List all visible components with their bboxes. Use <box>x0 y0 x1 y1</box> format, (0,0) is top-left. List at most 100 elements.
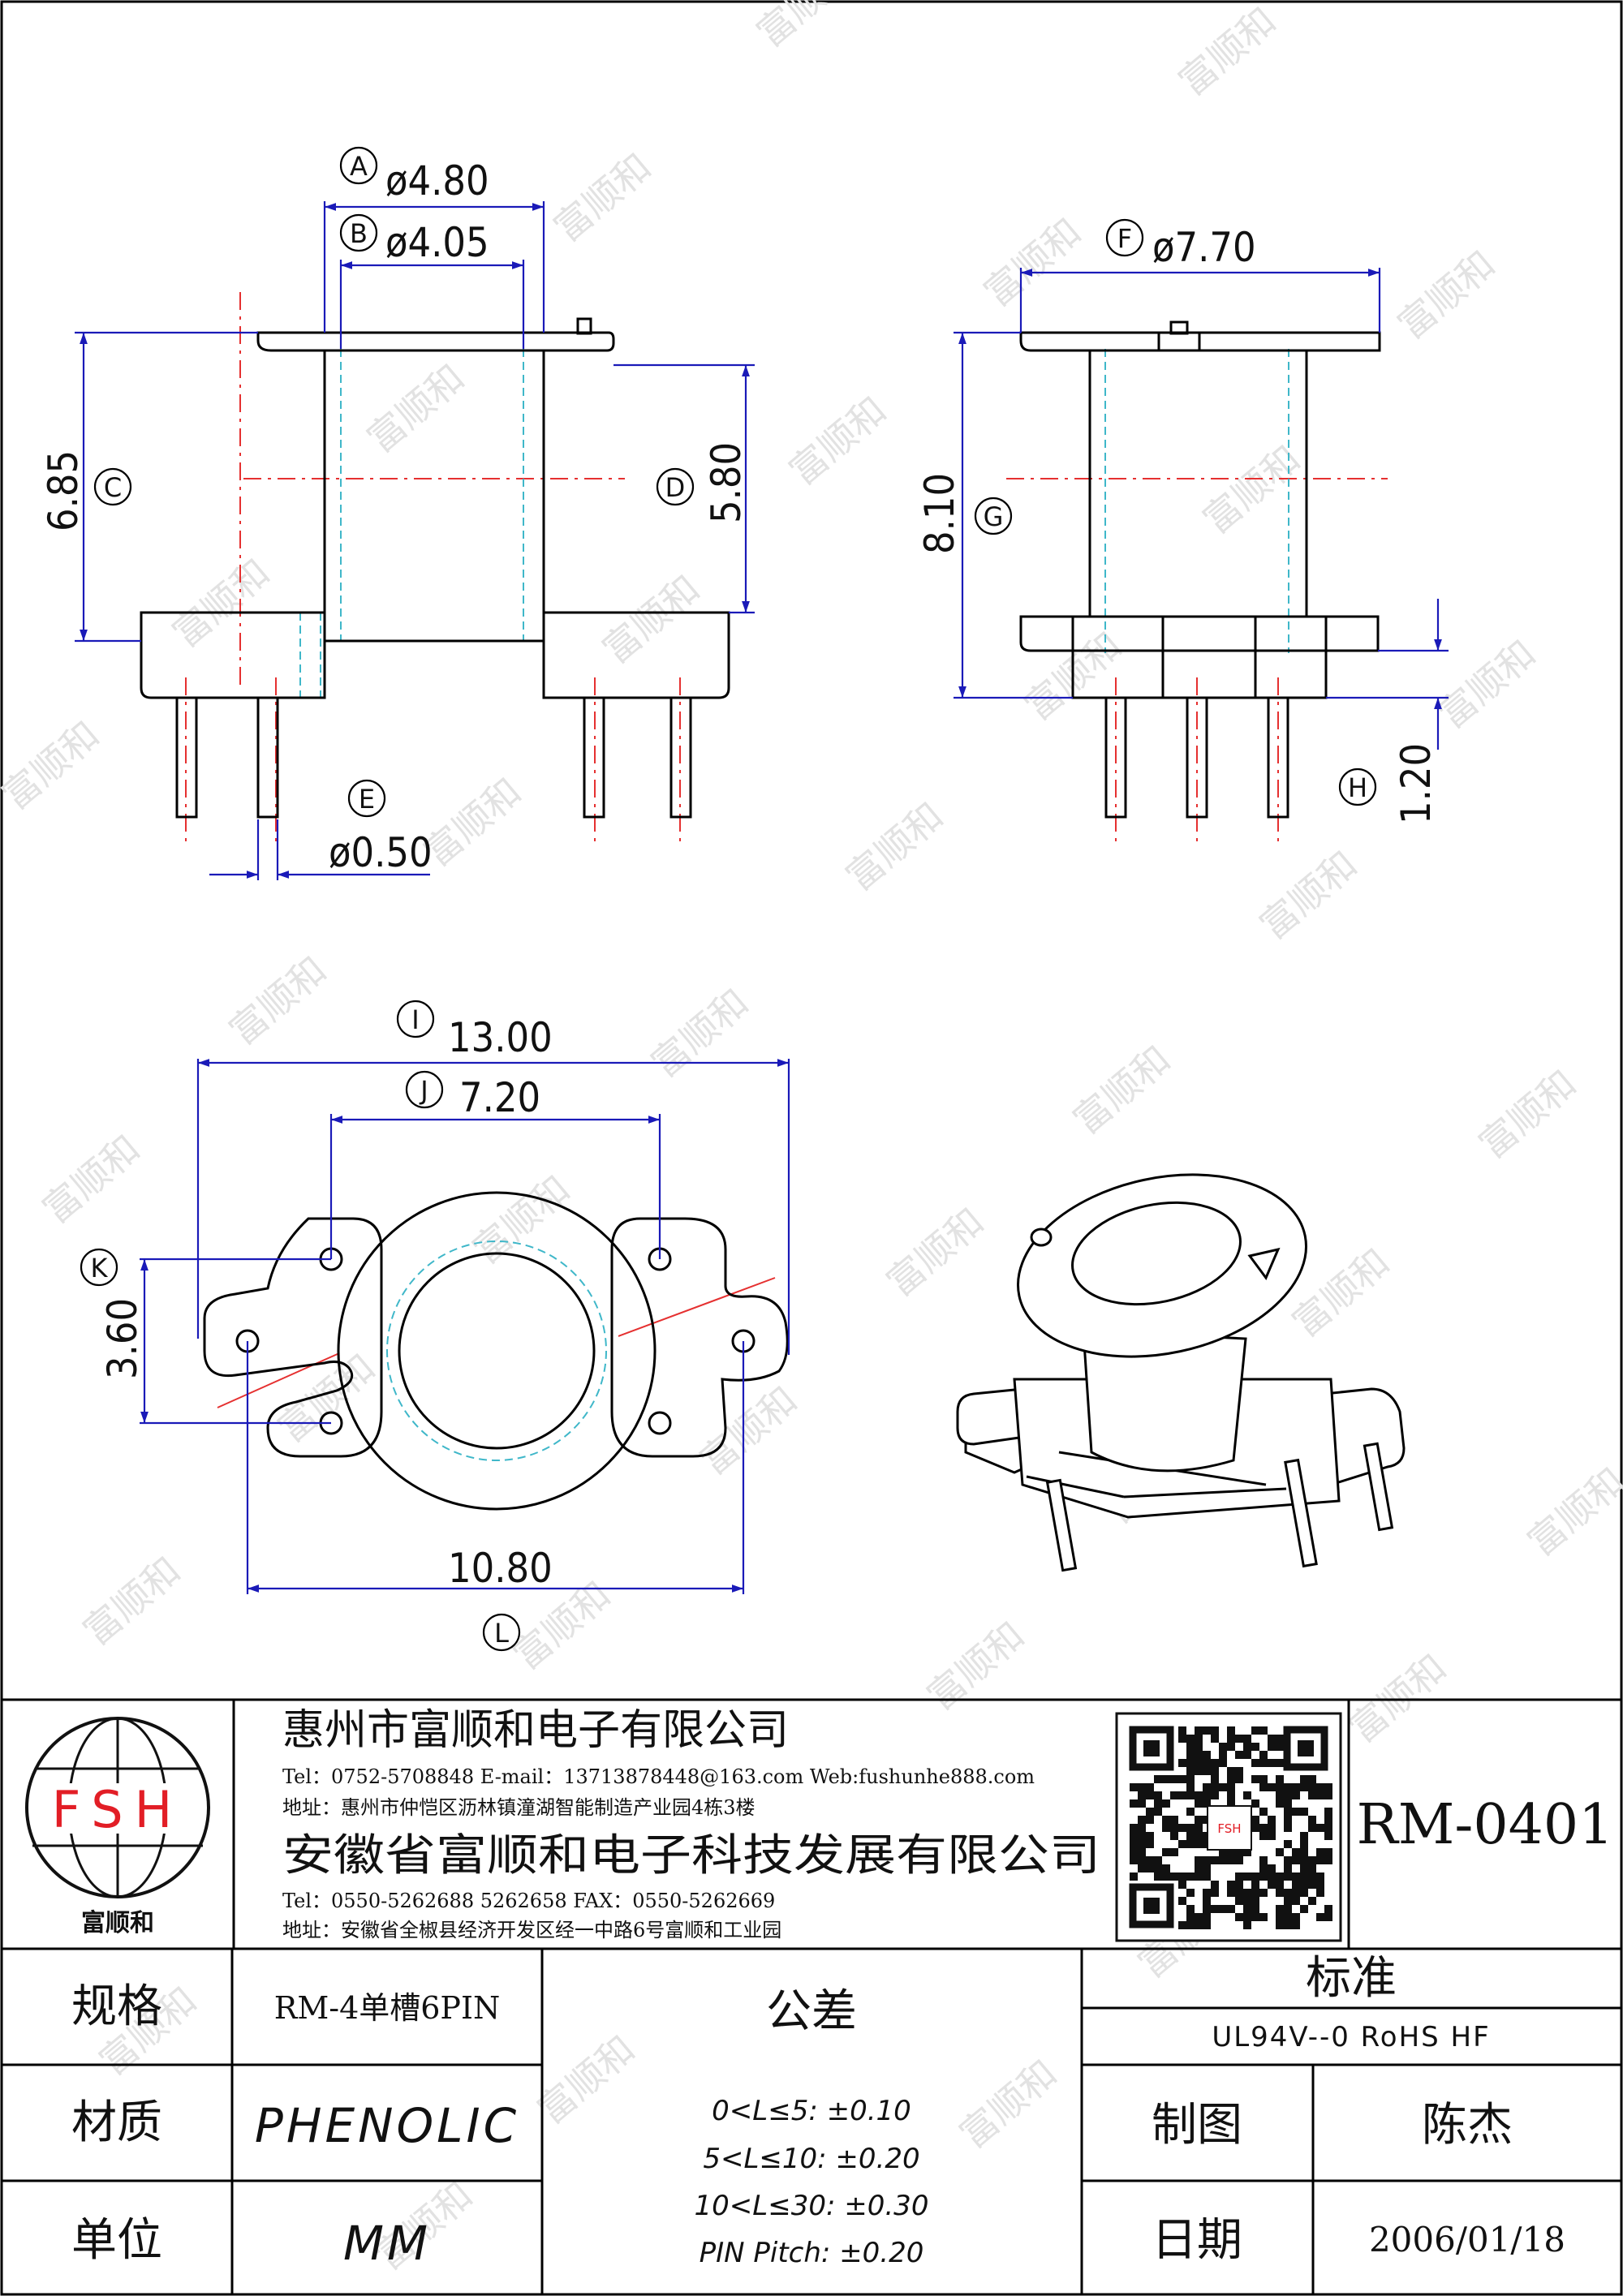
qr-module <box>1178 1921 1186 1929</box>
qr-module <box>1170 1872 1178 1881</box>
watermark-text: 富顺和 <box>269 1345 383 1451</box>
qr-module <box>1268 1759 1276 1767</box>
qr-module <box>1227 1743 1235 1751</box>
qr-module <box>1195 1840 1203 1848</box>
tolerance-line: 5<L≤10: ±0.20 <box>703 2143 919 2175</box>
watermark-text: 富顺和 <box>1170 0 1284 104</box>
qr-module <box>1284 1799 1292 1808</box>
qr-module <box>1186 1921 1195 1929</box>
qr-module <box>1259 1856 1268 1864</box>
qr-module <box>1227 1856 1235 1864</box>
qr-module <box>1211 1775 1219 1783</box>
qr-module <box>1276 1889 1284 1897</box>
dim-marker-g <box>974 497 1013 535</box>
dim-marker-b <box>339 213 378 252</box>
watermark-text: 富顺和 <box>415 769 529 875</box>
qr-module <box>1276 1759 1284 1767</box>
qr-module <box>1130 1840 1138 1848</box>
qr-module <box>1243 1897 1251 1905</box>
qr-module <box>1308 1881 1316 1889</box>
qr-module <box>1211 1856 1219 1864</box>
qr-module <box>1186 1913 1195 1921</box>
qr-module <box>1227 1775 1235 1783</box>
qr-module <box>1211 1791 1219 1799</box>
qr-module <box>1146 1808 1154 1816</box>
watermark-text: 富顺和 <box>164 550 278 656</box>
qr-module <box>1195 1799 1203 1808</box>
dim-marker-k-letter: K <box>91 1253 109 1283</box>
qr-module <box>1284 1840 1292 1848</box>
dim-marker-c <box>93 467 132 506</box>
qr-module <box>1284 1783 1292 1791</box>
qr-module <box>1324 1824 1332 1832</box>
qr-module <box>1235 1751 1243 1759</box>
qr-module <box>1284 1856 1292 1864</box>
qr-module <box>1276 1921 1284 1929</box>
qr-module <box>1138 1856 1146 1864</box>
dim-value-f: ø7.70 <box>1152 224 1256 271</box>
qr-module <box>1203 1905 1211 1913</box>
qr-module <box>1259 1808 1268 1816</box>
qr-module <box>1316 1872 1324 1881</box>
qr-module <box>1235 1897 1243 1905</box>
qr-module <box>1300 1840 1308 1848</box>
qr-module <box>1146 1791 1154 1799</box>
drawn-label: 制图 <box>1152 2099 1242 2152</box>
qr-module <box>1203 1913 1211 1921</box>
qr-module <box>1154 1872 1162 1881</box>
qr-module <box>1178 1791 1186 1799</box>
qr-module <box>1243 1735 1251 1743</box>
qr-module <box>1203 1726 1211 1735</box>
qr-module <box>1251 1913 1259 1921</box>
qr-module <box>1195 1816 1203 1824</box>
qr-module <box>1227 1791 1235 1799</box>
qr-module <box>1316 1913 1324 1921</box>
qr-module <box>1251 1824 1259 1832</box>
dim-marker-a-letter: A <box>350 151 368 182</box>
qr-module <box>1162 1824 1170 1832</box>
qr-module <box>1138 1824 1146 1832</box>
qr-module <box>1268 1824 1276 1832</box>
standard-label: 标准 <box>1306 1952 1397 2005</box>
qr-module <box>1276 1799 1284 1808</box>
qr-module <box>1154 1808 1162 1816</box>
watermark-text: 富顺和 <box>0 712 108 818</box>
qr-module <box>1170 1775 1178 1783</box>
qr-module <box>1300 1905 1308 1913</box>
company1-contact: Tel：0752-5708848 E-mail：13713878448@163.… <box>282 1765 1035 1788</box>
watermark-text: 富顺和 <box>34 1126 148 1232</box>
company-logo: FSH <box>25 1717 210 1898</box>
qr-module <box>1324 1832 1332 1840</box>
qr-module <box>1178 1872 1186 1881</box>
dim-marker-l-letter: L <box>494 1618 509 1649</box>
qr-module <box>1154 1775 1162 1783</box>
dim-marker-e-letter: E <box>359 784 375 815</box>
watermark-text: 富顺和 <box>1195 436 1308 542</box>
qr-module <box>1195 1759 1203 1767</box>
qr-module <box>1284 1897 1292 1905</box>
qr-module <box>1195 1743 1203 1751</box>
qr-module <box>1259 1751 1268 1759</box>
qr-module <box>1146 1783 1154 1791</box>
qr-module <box>1268 1735 1276 1743</box>
qr-module <box>1146 1832 1154 1840</box>
bottom-centerlines <box>217 1277 776 1408</box>
dim-value-a: ø4.80 <box>385 157 489 204</box>
qr-module <box>1300 1881 1308 1889</box>
qr-module <box>1284 1921 1292 1929</box>
qr-module <box>1154 1856 1162 1864</box>
qr-module <box>1324 1816 1332 1824</box>
qr-module <box>1211 1881 1219 1889</box>
qr-module <box>1178 1840 1186 1848</box>
watermark-text: 富顺和 <box>878 1199 992 1305</box>
watermark-text: 富顺和 <box>221 948 334 1053</box>
qr-module <box>1211 1889 1219 1897</box>
qr-module <box>1324 1783 1332 1791</box>
qr-module <box>1186 1743 1195 1751</box>
qr-module <box>1211 1767 1219 1775</box>
qr-module <box>1243 1848 1251 1856</box>
qr-module <box>1195 1751 1203 1759</box>
qr-module <box>1138 1783 1146 1791</box>
qr-module <box>1284 1791 1292 1799</box>
tolerance-line: PIN Pitch: ±0.20 <box>700 2237 924 2269</box>
